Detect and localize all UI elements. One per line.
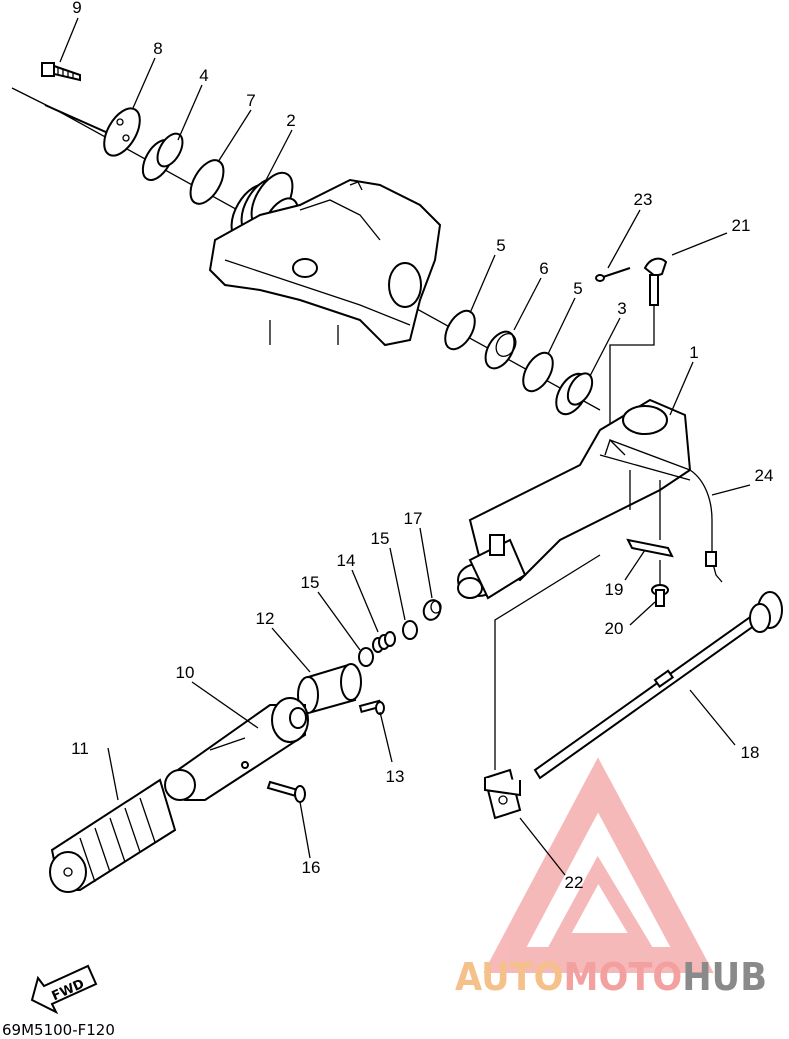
part-8-plate: [103, 107, 141, 157]
part-10-throttle-shaft: [164, 697, 309, 801]
part-3-bushing: [555, 372, 594, 416]
cable-end: [44, 104, 109, 134]
wire-connector: [705, 551, 717, 567]
leader-lines: [59, 17, 751, 876]
part-17-washer: [422, 599, 442, 621]
callout-19: 19: [605, 580, 624, 599]
diagram-reference-code: 69M5100-F120: [2, 1021, 115, 1039]
part-22-clamp: [483, 768, 522, 820]
callout-6: 6: [539, 259, 548, 278]
callout-20: 20: [605, 619, 624, 638]
part-18-shaft-rod: [533, 591, 783, 780]
callout-14: 14: [337, 551, 356, 570]
callout-10: 10: [176, 663, 195, 682]
callout-15b: 15: [301, 573, 320, 592]
part-13-screw: [358, 699, 385, 715]
steering-bracket-housing: [208, 178, 442, 347]
watermark-logo: [483, 757, 714, 973]
callout-24: 24: [755, 466, 774, 485]
part-14-spring: [372, 631, 396, 653]
part-5-ring-b: [522, 351, 554, 393]
watermark-moto: MOTO: [564, 955, 683, 999]
callout-18: 18: [741, 743, 760, 762]
callout-5a: 5: [496, 236, 505, 255]
part-9-bolt: [41, 62, 81, 82]
callout-9: 9: [72, 0, 81, 17]
callout-15a: 15: [371, 529, 390, 548]
clamp-guide-line: [494, 554, 601, 770]
watermark-auto: AUTO: [455, 955, 564, 999]
part-21-linkage: [609, 257, 668, 440]
watermark-hub: HUB: [682, 955, 767, 999]
callout-23: 23: [634, 190, 653, 209]
part-15-washer-b: [358, 647, 374, 667]
callout-21: 21: [732, 216, 751, 235]
callout-1: 1: [689, 343, 698, 362]
callout-4: 4: [199, 66, 208, 85]
part-20-screw: [651, 584, 669, 607]
callout-labels: 9 8 4 7 2 23 21 5 6 5 3 1 24 17 15 14 15…: [71, 0, 773, 892]
callout-5b: 5: [573, 279, 582, 298]
callout-22: 22: [565, 873, 584, 892]
part-15-washer-a: [402, 620, 418, 640]
callout-12: 12: [256, 609, 275, 628]
callout-3: 3: [617, 299, 626, 318]
callout-7: 7: [246, 91, 255, 110]
callout-13: 13: [386, 767, 405, 786]
part-1-tiller-handle: [457, 398, 692, 600]
callout-16: 16: [302, 858, 321, 877]
part-4-bushing: [141, 132, 184, 181]
part-5-ring-a: [444, 309, 476, 351]
part-12-sleeve: [297, 663, 362, 714]
svg-text:AUTOMOTOHUB: AUTOMOTOHUB: [455, 955, 767, 999]
part-16-screw: [266, 780, 306, 803]
callout-8: 8: [153, 39, 162, 58]
callout-2: 2: [286, 111, 295, 130]
watermark-text: AUTOMOTOHUB: [455, 955, 767, 999]
part-11-throttle-grip: [49, 778, 177, 893]
part-7-ring: [189, 159, 225, 205]
callout-11: 11: [71, 739, 89, 758]
callout-17: 17: [404, 509, 423, 528]
part-23-pin: [595, 267, 631, 282]
part-19-plate: [626, 538, 674, 558]
part-6-clip: [484, 330, 517, 370]
fwd-arrow-icon: FWD: [30, 964, 98, 1015]
